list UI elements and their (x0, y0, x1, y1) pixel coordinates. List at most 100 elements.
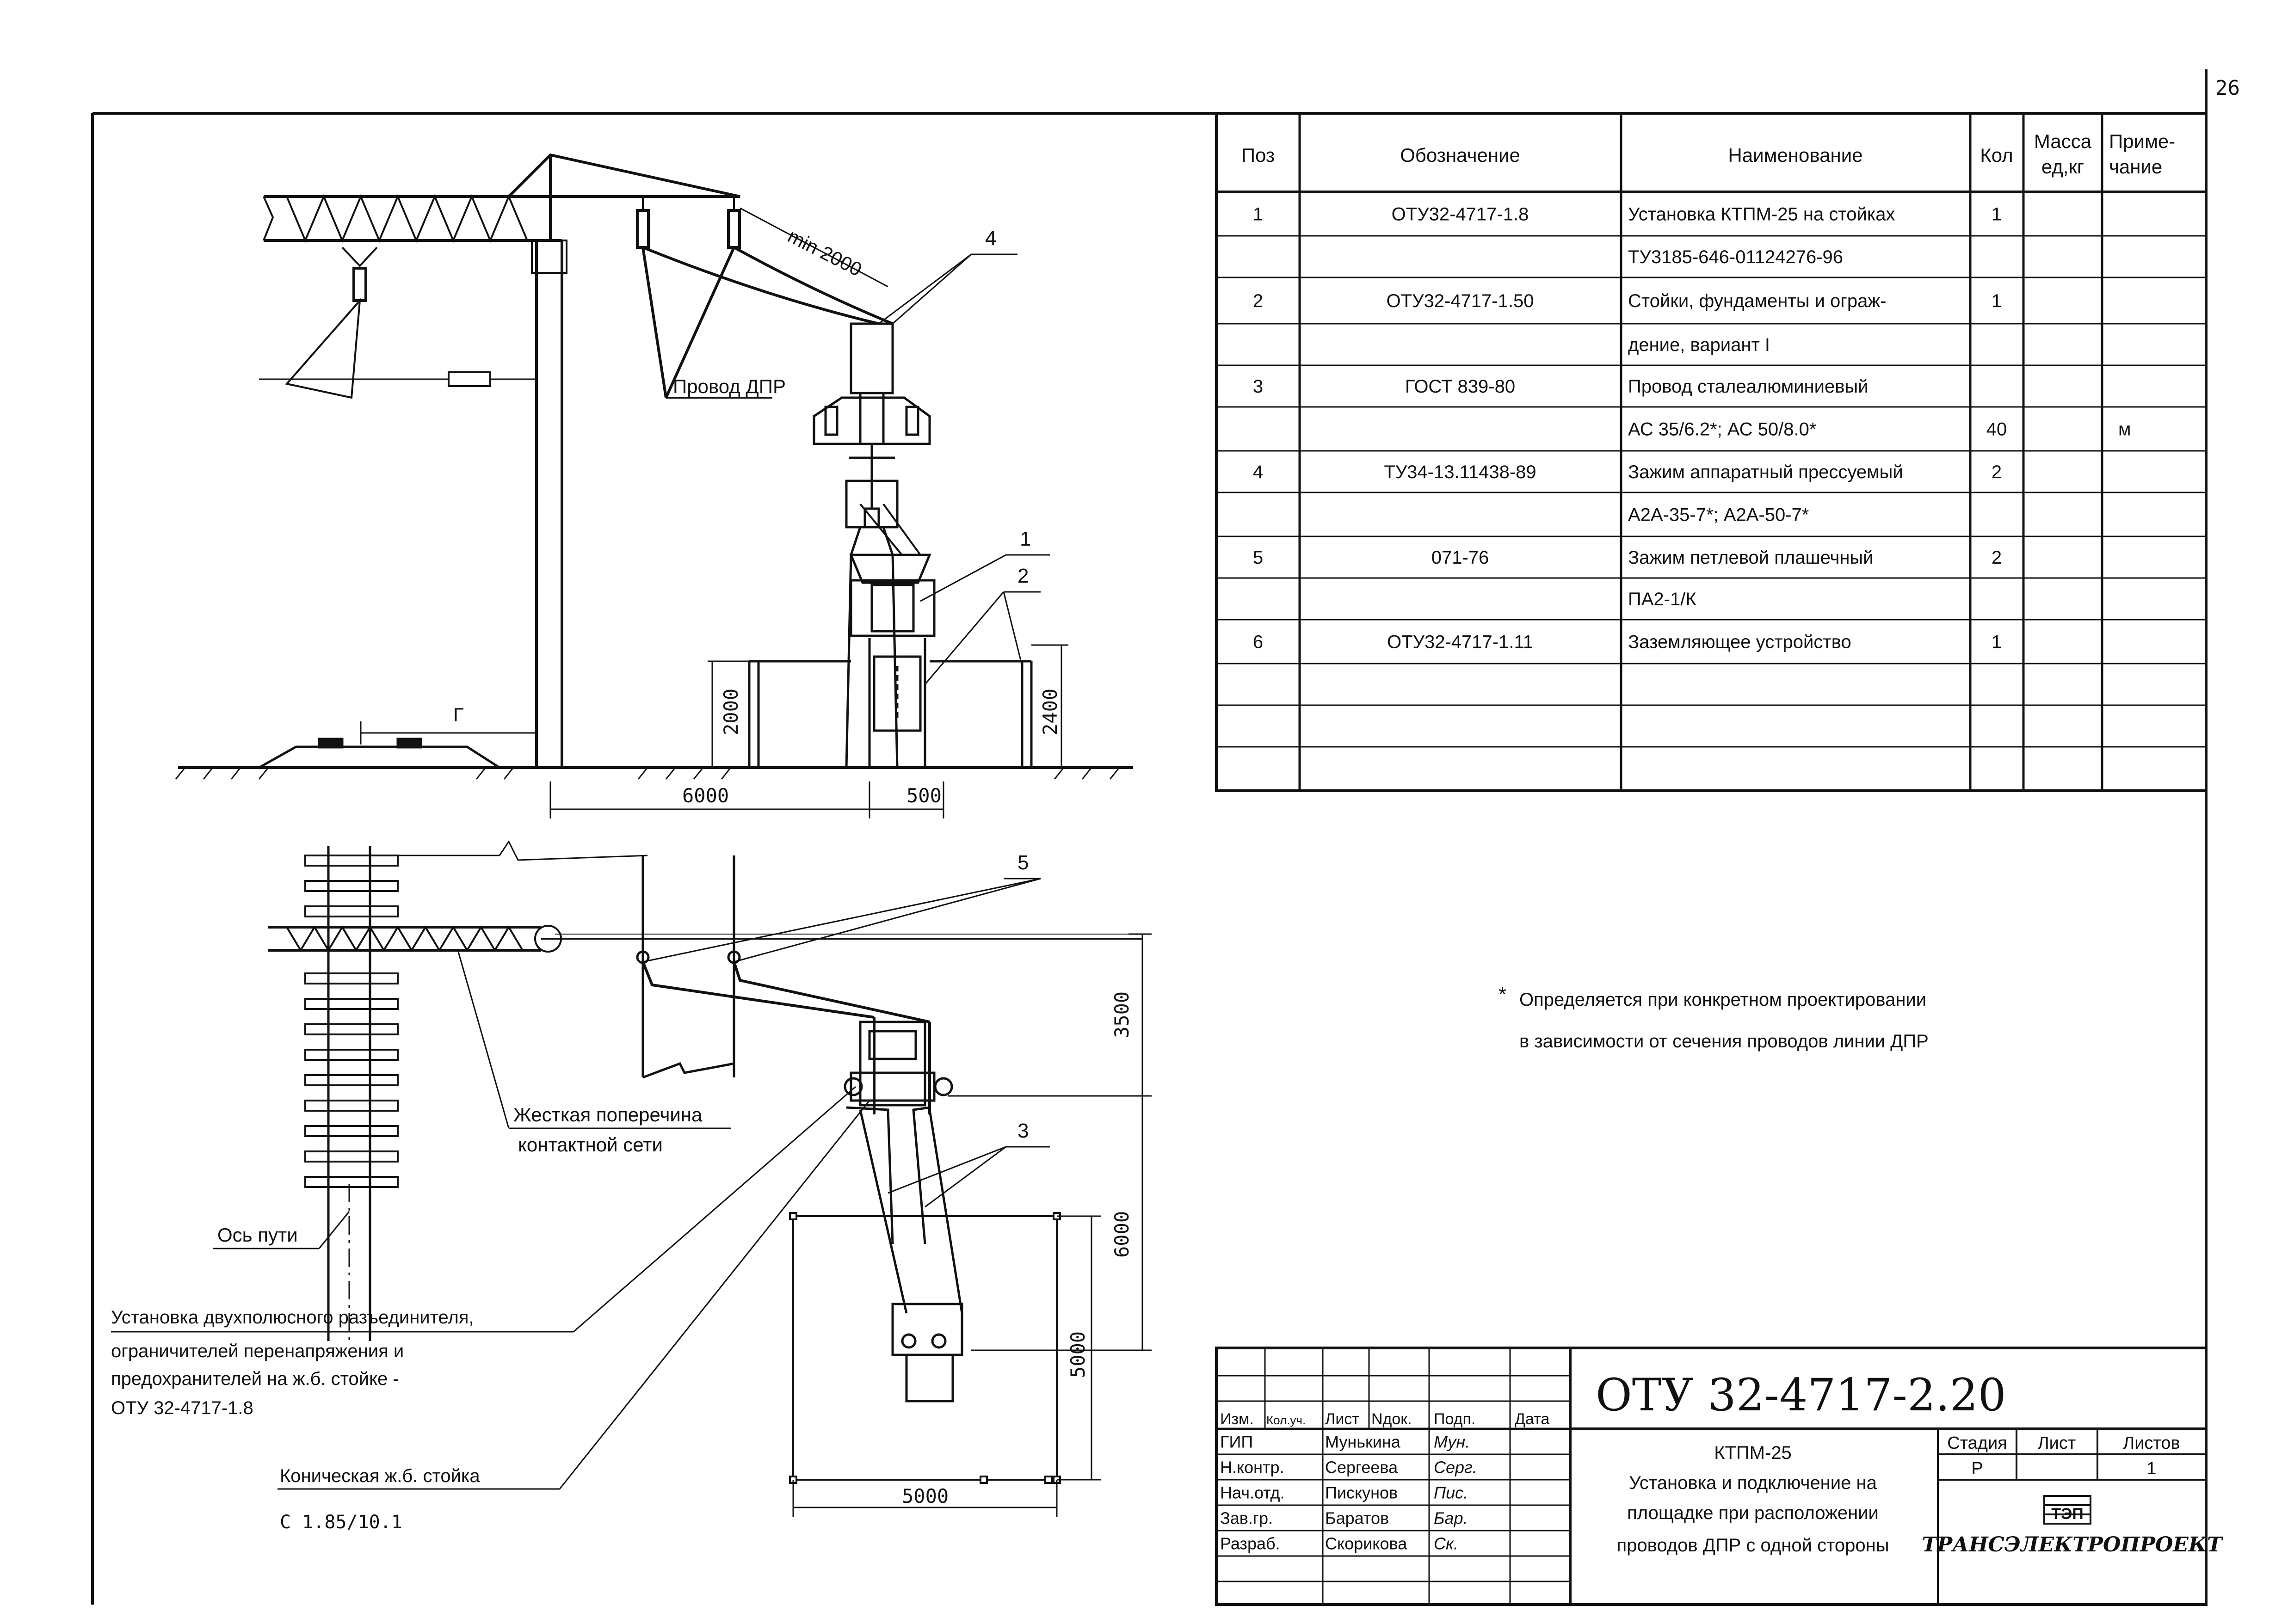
spec-table-header: Поз Обозначение Наименование Кол Масса е… (1241, 130, 2175, 178)
dim-span: 6000 (682, 784, 729, 807)
header-code: Обозначение (1400, 144, 1520, 166)
spec-cell-name: АС 35/6.2*; АС 50/8.0* (1628, 419, 1816, 440)
page-number: 26 (2215, 76, 2240, 100)
spec-cell-code: ТУ34-13.11438-89 (1384, 462, 1536, 482)
plan-dims (792, 933, 1152, 1517)
stage-cells: Стадия Лист Листов Р 1 (1947, 1433, 2180, 1478)
pole-label: Коническая ж.б. стойка (280, 1466, 480, 1486)
staff-sign: Серг. (1434, 1458, 1477, 1477)
stage-label: Стадия (1947, 1433, 2007, 1453)
callout-5: 5 (1018, 851, 1029, 874)
dim-fence-height: 2000 (720, 689, 742, 735)
staff-sign: Пиc. (1434, 1483, 1468, 1502)
company-name: ТРАНСЭЛЕКТРОПРОЕКТ (1922, 1533, 2223, 1556)
stage-value: Р (1971, 1459, 1983, 1478)
pole-code: С 1.85/10.1 (280, 1512, 402, 1533)
spec-cell-qty: 1 (1992, 204, 2002, 225)
staff-role: ГИП (1220, 1433, 1253, 1452)
footnote-line1: Определяется при конкретном проектирован… (1519, 990, 1926, 1010)
spec-cell-qty: 1 (1992, 291, 2002, 311)
wire-label: Провод ДПР (673, 375, 786, 397)
footnote-line2: в зависимости от сечения проводов линии … (1519, 1031, 1929, 1052)
break-line (379, 840, 648, 861)
spec-table (1215, 112, 2208, 792)
doc-title-line2: Установка и подключение на (1629, 1473, 1877, 1493)
railway-track (304, 846, 399, 1341)
tb-header-izm: Изм. (1220, 1410, 1254, 1428)
clearance-dim-line (740, 207, 888, 288)
tb-header-list: Лист (1325, 1410, 1359, 1428)
callout-4: 4 (985, 227, 996, 250)
plan-substation (844, 1021, 963, 1403)
spec-cell-pos: 5 (1253, 547, 1263, 568)
sheets-value: 1 (2146, 1459, 2156, 1478)
staff-name: Баратов (1325, 1509, 1389, 1528)
dpr-wires (641, 246, 894, 399)
plan-cross-beam (268, 925, 1142, 953)
catenary-support-pole (259, 153, 741, 768)
footnote-star: * (1498, 983, 1506, 1006)
tb-header-ndok: Nдок. (1371, 1410, 1412, 1428)
spec-cell-qty: 1 (1992, 632, 2002, 652)
spec-cell-name: ПА2-1/К (1628, 589, 1696, 609)
plan-fence (789, 1212, 1061, 1484)
spec-cell-name: Зажим петлевой плашечный (1628, 547, 1874, 568)
spec-cell-code: ОТУ32-4717-1.50 (1387, 291, 1534, 311)
spec-cell-pos: 3 (1253, 376, 1263, 397)
staff-sign: Бар. (1434, 1509, 1468, 1528)
spec-cell-qty: 40 (1986, 419, 2007, 440)
header-note-line2: чание (2109, 156, 2162, 178)
tb-header-data: Дата (1515, 1410, 1549, 1428)
doc-title-line1: КТПМ-25 (1714, 1443, 1792, 1463)
dim-5000-horizontal: 5000 (902, 1485, 949, 1507)
header-pos: Поз (1241, 144, 1275, 166)
staff-sign: Ск. (1434, 1534, 1458, 1553)
rail-bed (258, 738, 500, 769)
spec-cell-pos: 6 (1253, 632, 1263, 652)
spec-cell-name: Провод сталеалюминиевый (1628, 376, 1868, 397)
elevation-dims (360, 644, 1068, 818)
spec-cell-name: Установка КТПМ-25 на стойках (1628, 204, 1895, 225)
doc-number: ОТУ 32-4717-2.20 (1596, 1369, 2006, 1421)
staff-name: Мунькина (1325, 1433, 1401, 1452)
dim-3500: 3500 (1110, 991, 1133, 1038)
tb-header-podp: Подп. (1434, 1410, 1475, 1428)
dim-post-height: 2400 (1039, 689, 1061, 735)
spec-cell-code: ОТУ32-4717-1.11 (1387, 632, 1533, 652)
callout-3: 3 (1018, 1120, 1029, 1142)
side-notes: Установка двухполюсного разъединителя, о… (111, 1307, 480, 1533)
beam-label-line1: Жесткая поперечина (513, 1104, 703, 1126)
spec-cell-name: А2А-35-7*; А2А-50-7* (1628, 505, 1809, 525)
spec-cell-name: дение, вариант I (1628, 335, 1770, 355)
spec-cell-pos: 2 (1253, 291, 1263, 311)
staff-name: Пискунов (1325, 1483, 1398, 1502)
beam-label-line2: контактной сети (518, 1134, 663, 1156)
title-block (1215, 1347, 2208, 1606)
spec-cell-name: ТУ3185-646-01124276-96 (1628, 247, 1843, 267)
spec-cell-code: ГОСТ 839-80 (1405, 376, 1515, 397)
installation-note-2: ограничителей перенапряжения и (111, 1341, 404, 1361)
spec-cell-pos: 1 (1253, 204, 1263, 225)
doc-title-line3: площадке при расположении (1627, 1503, 1879, 1523)
installation-note-4: ОТУ 32-4717-1.8 (111, 1398, 253, 1418)
tb-header-kolych: Кол.уч. (1266, 1413, 1306, 1427)
staff-role: Нач.отд. (1220, 1483, 1285, 1502)
spec-cell-code: 071-76 (1431, 547, 1489, 568)
company-logo-text: ТЭП (2051, 1505, 2083, 1523)
header-name: Наименование (1728, 144, 1862, 166)
ktpm-substation (813, 322, 936, 768)
installation-note-3: предохранителей на ж.б. стойке - (111, 1369, 399, 1389)
dim-6000-vertical: 6000 (1110, 1211, 1133, 1258)
spec-cell-qty: 2 (1992, 547, 2002, 568)
spec-cell-name: Стойки, фундаменты и ограж- (1628, 291, 1886, 311)
staff-role: Н.контр. (1220, 1458, 1284, 1477)
staff-role: Зав.гр. (1220, 1509, 1273, 1528)
callout-2: 2 (1018, 565, 1029, 587)
staff-role: Разраб. (1220, 1534, 1280, 1553)
header-mass-line2: ед,кг (2041, 156, 2084, 178)
spec-cell-pos: 4 (1253, 462, 1263, 482)
header-note-line1: Приме- (2109, 130, 2175, 152)
